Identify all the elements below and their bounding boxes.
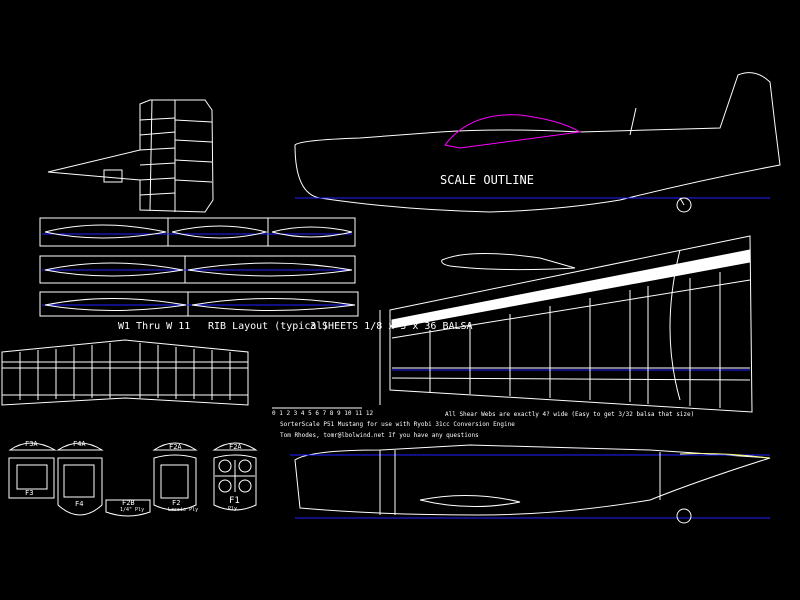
former-f4-label: F4 <box>75 500 84 508</box>
former-f2a-label-2: F2A <box>229 443 242 451</box>
horizontal-stabilizer-drawing <box>47 99 214 213</box>
former-f3-label: F3 <box>25 489 34 497</box>
former-f2a-label: F2A <box>169 443 182 451</box>
rib-layout-label: RIB Layout (typical) <box>208 321 329 332</box>
former-f1-note: Ply <box>228 506 238 512</box>
rib-sheets <box>39 217 359 317</box>
fuselage-formers <box>8 442 258 517</box>
former-f2b-note: 1/4" Ply <box>120 507 145 513</box>
fuselage-side-view-bottom <box>290 444 771 524</box>
title-note: SorterScale P51 Mustang for use with Ryo… <box>280 421 515 428</box>
former-f3a-label: F3A <box>25 440 38 448</box>
wing-planform-small <box>1 339 249 406</box>
ruler-label: 0 1 2 3 4 5 6 7 8 9 10 11 12 <box>272 410 374 417</box>
former-f2-label: F2 <box>172 499 181 507</box>
wing-ribs-label: W1 Thru W 11 <box>118 321 191 332</box>
shear-webs-note: All Shear Webs are exactly 4? wide (Easy… <box>445 411 695 418</box>
former-f2-note: Lassie Ply <box>168 507 199 513</box>
sheets-label: 3 SHEETS 1/8 x 3 x 36 BALSA <box>310 321 473 332</box>
wing-panel-large <box>389 235 753 413</box>
former-f4a-label: F4A <box>73 440 86 448</box>
fuselage-side-view-top <box>294 72 781 213</box>
former-f2b-label: F2B <box>122 499 135 507</box>
scale-outline-label: SCALE OUTLINE <box>440 173 534 187</box>
author-note: Tom Rhodes, tomr@lbolwind.net If you hav… <box>280 432 479 439</box>
former-f1-label: F1 <box>229 496 240 506</box>
airfoil-section <box>441 252 576 271</box>
